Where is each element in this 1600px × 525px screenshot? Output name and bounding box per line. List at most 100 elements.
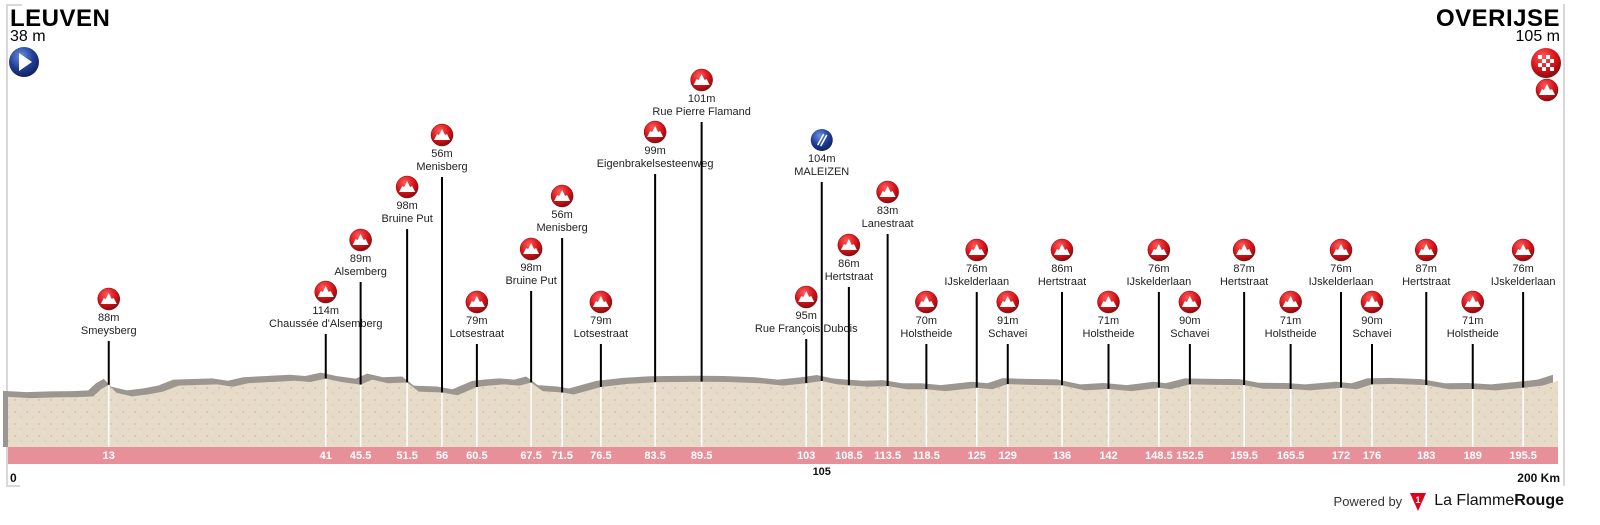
powered-by-text: Powered by [1333,493,1403,509]
climb-icon [465,290,489,314]
point-name: Bruine Put [381,213,432,225]
km-label: 129 [999,450,1017,462]
km-label: 148.5 [1145,450,1173,462]
point-altitude: 104m [808,153,836,165]
point-altitude: 76m [1330,263,1351,275]
point-name: Menisberg [416,161,467,173]
svg-text:1: 1 [1416,495,1421,505]
point-name: Holstheide [1083,328,1135,340]
point-altitude: 95m [796,310,817,322]
km-label: 45.5 [350,450,371,462]
point-name: Holstheide [900,328,952,340]
km-label: 76.5 [590,450,611,462]
km-label: 142 [1099,450,1117,462]
right-axis [1563,4,1565,486]
finish-altitude: 105 m [1515,28,1560,45]
km-label: 152.5 [1176,450,1204,462]
climb-icon [550,184,574,208]
km-label-below: 105 [813,466,831,478]
point-name: Alsemberg [334,266,387,278]
climb-icon [1511,238,1535,262]
point-name: Holstheide [1447,328,1499,340]
point-name: Hertstraat [825,271,873,283]
point-altitude: 89m [350,253,371,265]
x-axis-start-label: 0 [10,471,17,485]
point-altitude: 86m [1051,263,1072,275]
km-label: 189 [1464,450,1482,462]
climb-icon [1415,238,1438,262]
climb-icon [643,120,667,144]
point-name: Hertstraat [1402,276,1450,288]
km-label: 89.5 [691,450,712,462]
point-name: Rue François Dubois [755,323,858,335]
km-label: 83.5 [644,450,665,462]
point-altitude: 79m [466,315,487,327]
point-altitude: 86m [838,258,859,270]
left-axis [6,4,8,486]
finish-flag-icon [1531,48,1561,78]
point-name: Lanestraat [862,218,914,230]
point-altitude: 76m [1512,263,1533,275]
climb-icon [395,175,419,199]
climb-icon [519,237,543,261]
point-altitude: 114m [312,305,339,317]
axis-corner [6,4,22,6]
climb-icon [1147,238,1171,262]
point-altitude: 98m [520,262,541,274]
km-band [8,447,1558,464]
point-altitude: 76m [966,263,987,275]
point-name: Eigenbrakelsesteenweg [597,158,714,170]
climb-icon [965,238,988,262]
point-name: Hertstraat [1220,276,1268,288]
climb-icon [1535,78,1559,102]
point-name: IJskelderlaan [1309,276,1374,288]
climb-icon [915,290,938,314]
point-name: MALEIZEN [794,166,849,178]
finish-city: OVERIJSE [1435,5,1560,32]
brand-name[interactable]: La FlammeRouge [1434,492,1564,510]
climb-icon [795,285,818,309]
km-label: 172 [1332,450,1350,462]
km-label: 60.5 [466,450,487,462]
point-name: Schavei [988,328,1027,340]
climb-icon [1329,238,1353,262]
point-name: IJskelderlaan [944,276,1009,288]
point-altitude: 101m [688,93,716,105]
km-label: 51.5 [396,450,417,462]
km-label: 118.5 [913,450,940,462]
point-altitude: 87m [1416,263,1437,275]
point-altitude: 90m [1179,315,1200,327]
climb-icon [430,123,454,147]
powered-by: Powered by 1 La FlammeRouge [1334,491,1564,511]
point-name: IJskelderlaan [1491,276,1556,288]
